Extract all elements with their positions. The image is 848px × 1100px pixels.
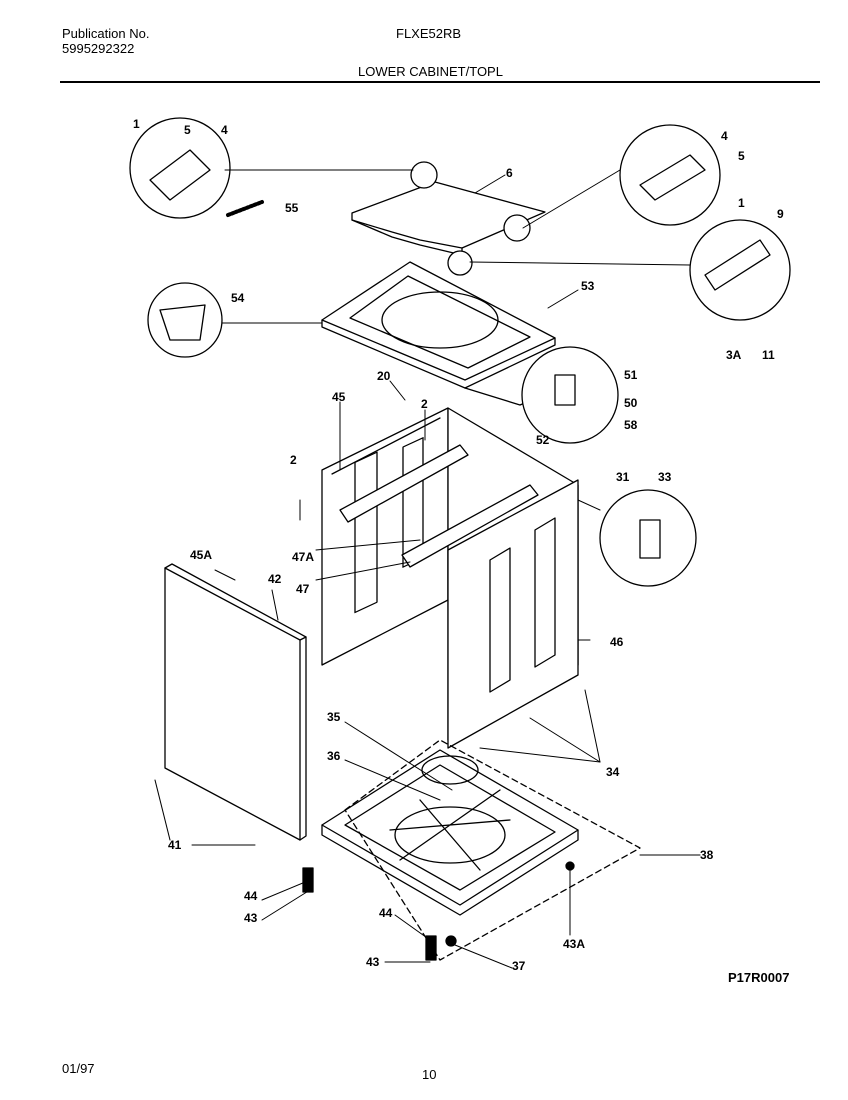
callout-label: 1	[133, 117, 140, 131]
callout-label: 52	[536, 433, 550, 447]
callout-label: 5	[738, 149, 745, 163]
callout-label: 38	[700, 848, 714, 862]
callout-label: 54	[231, 291, 245, 305]
callout-label: 31	[616, 470, 630, 484]
callout-label: 47	[296, 582, 310, 596]
callout-label: 47A	[292, 550, 314, 564]
callout-label: 58	[624, 418, 638, 432]
lid-part	[351, 161, 546, 276]
model-number: FLXE52RB	[396, 26, 462, 41]
callout-label: 2	[421, 397, 428, 411]
callout-label: 4	[721, 129, 728, 143]
callout-label: 45A	[190, 548, 212, 562]
callout-label: 43	[244, 911, 258, 925]
callout-label: 9	[777, 207, 784, 221]
foot-part	[445, 935, 457, 947]
page-number: 10	[422, 1067, 437, 1082]
leveling-leg-part	[425, 935, 437, 961]
header-rule	[60, 81, 820, 83]
top-panel-part	[321, 261, 561, 406]
front-panel-part	[164, 563, 307, 841]
callout-label: 53	[581, 279, 595, 293]
callout-label: 20	[377, 369, 391, 383]
callout-label: 3A	[726, 348, 742, 362]
callout-label: 45	[332, 390, 346, 404]
leveling-leg-part	[302, 867, 314, 893]
side-panel-part	[447, 479, 579, 749]
revision-date: 01/97	[62, 1061, 95, 1076]
callout-label: 5	[184, 123, 191, 137]
callout-label: 44	[379, 906, 393, 920]
callout-label: 33	[658, 470, 672, 484]
leader-lines	[154, 169, 701, 969]
callout-label: 35	[327, 710, 341, 724]
publication-label: Publication No.	[62, 26, 150, 41]
callout-label: 37	[512, 959, 526, 973]
callout-label: 42	[268, 572, 282, 586]
callout-label: 55	[285, 201, 299, 215]
detail-circle-lid-switch	[521, 346, 619, 444]
callout-label: 41	[168, 838, 182, 852]
callout-label: 46	[610, 635, 624, 649]
callout-label: 1	[738, 196, 745, 210]
detail-circle-hinge-bracket	[689, 219, 791, 321]
callout-label: 36	[327, 749, 341, 763]
publication-number: 5995292322	[62, 41, 135, 56]
screw-part	[565, 861, 575, 871]
callout-label: 51	[624, 368, 638, 382]
callout-label: 50	[624, 396, 638, 410]
detail-circle-hinge-left	[129, 117, 231, 219]
callout-label: 43A	[563, 937, 585, 951]
callout-labels: 1 5 4 55 6 4 5 1 9 54 53 3A 11 20 45 2 5…	[133, 117, 789, 985]
detail-circle-hinge-right	[619, 124, 721, 226]
callout-label: 11	[762, 348, 775, 362]
drawing-number: P17R0007	[728, 970, 789, 985]
section-title: LOWER CABINET/TOPL	[358, 64, 503, 79]
callout-label: 2	[290, 453, 297, 467]
spring-part	[226, 200, 264, 217]
detail-circle-clip	[599, 489, 697, 587]
callout-label: 43	[366, 955, 380, 969]
callout-label: 34	[606, 765, 620, 779]
base-frame-part	[321, 739, 641, 961]
callout-label: 4	[221, 123, 228, 137]
detail-circle-bleach-cup	[147, 282, 223, 358]
callout-label: 44	[244, 889, 258, 903]
callout-label: 6	[506, 166, 513, 180]
